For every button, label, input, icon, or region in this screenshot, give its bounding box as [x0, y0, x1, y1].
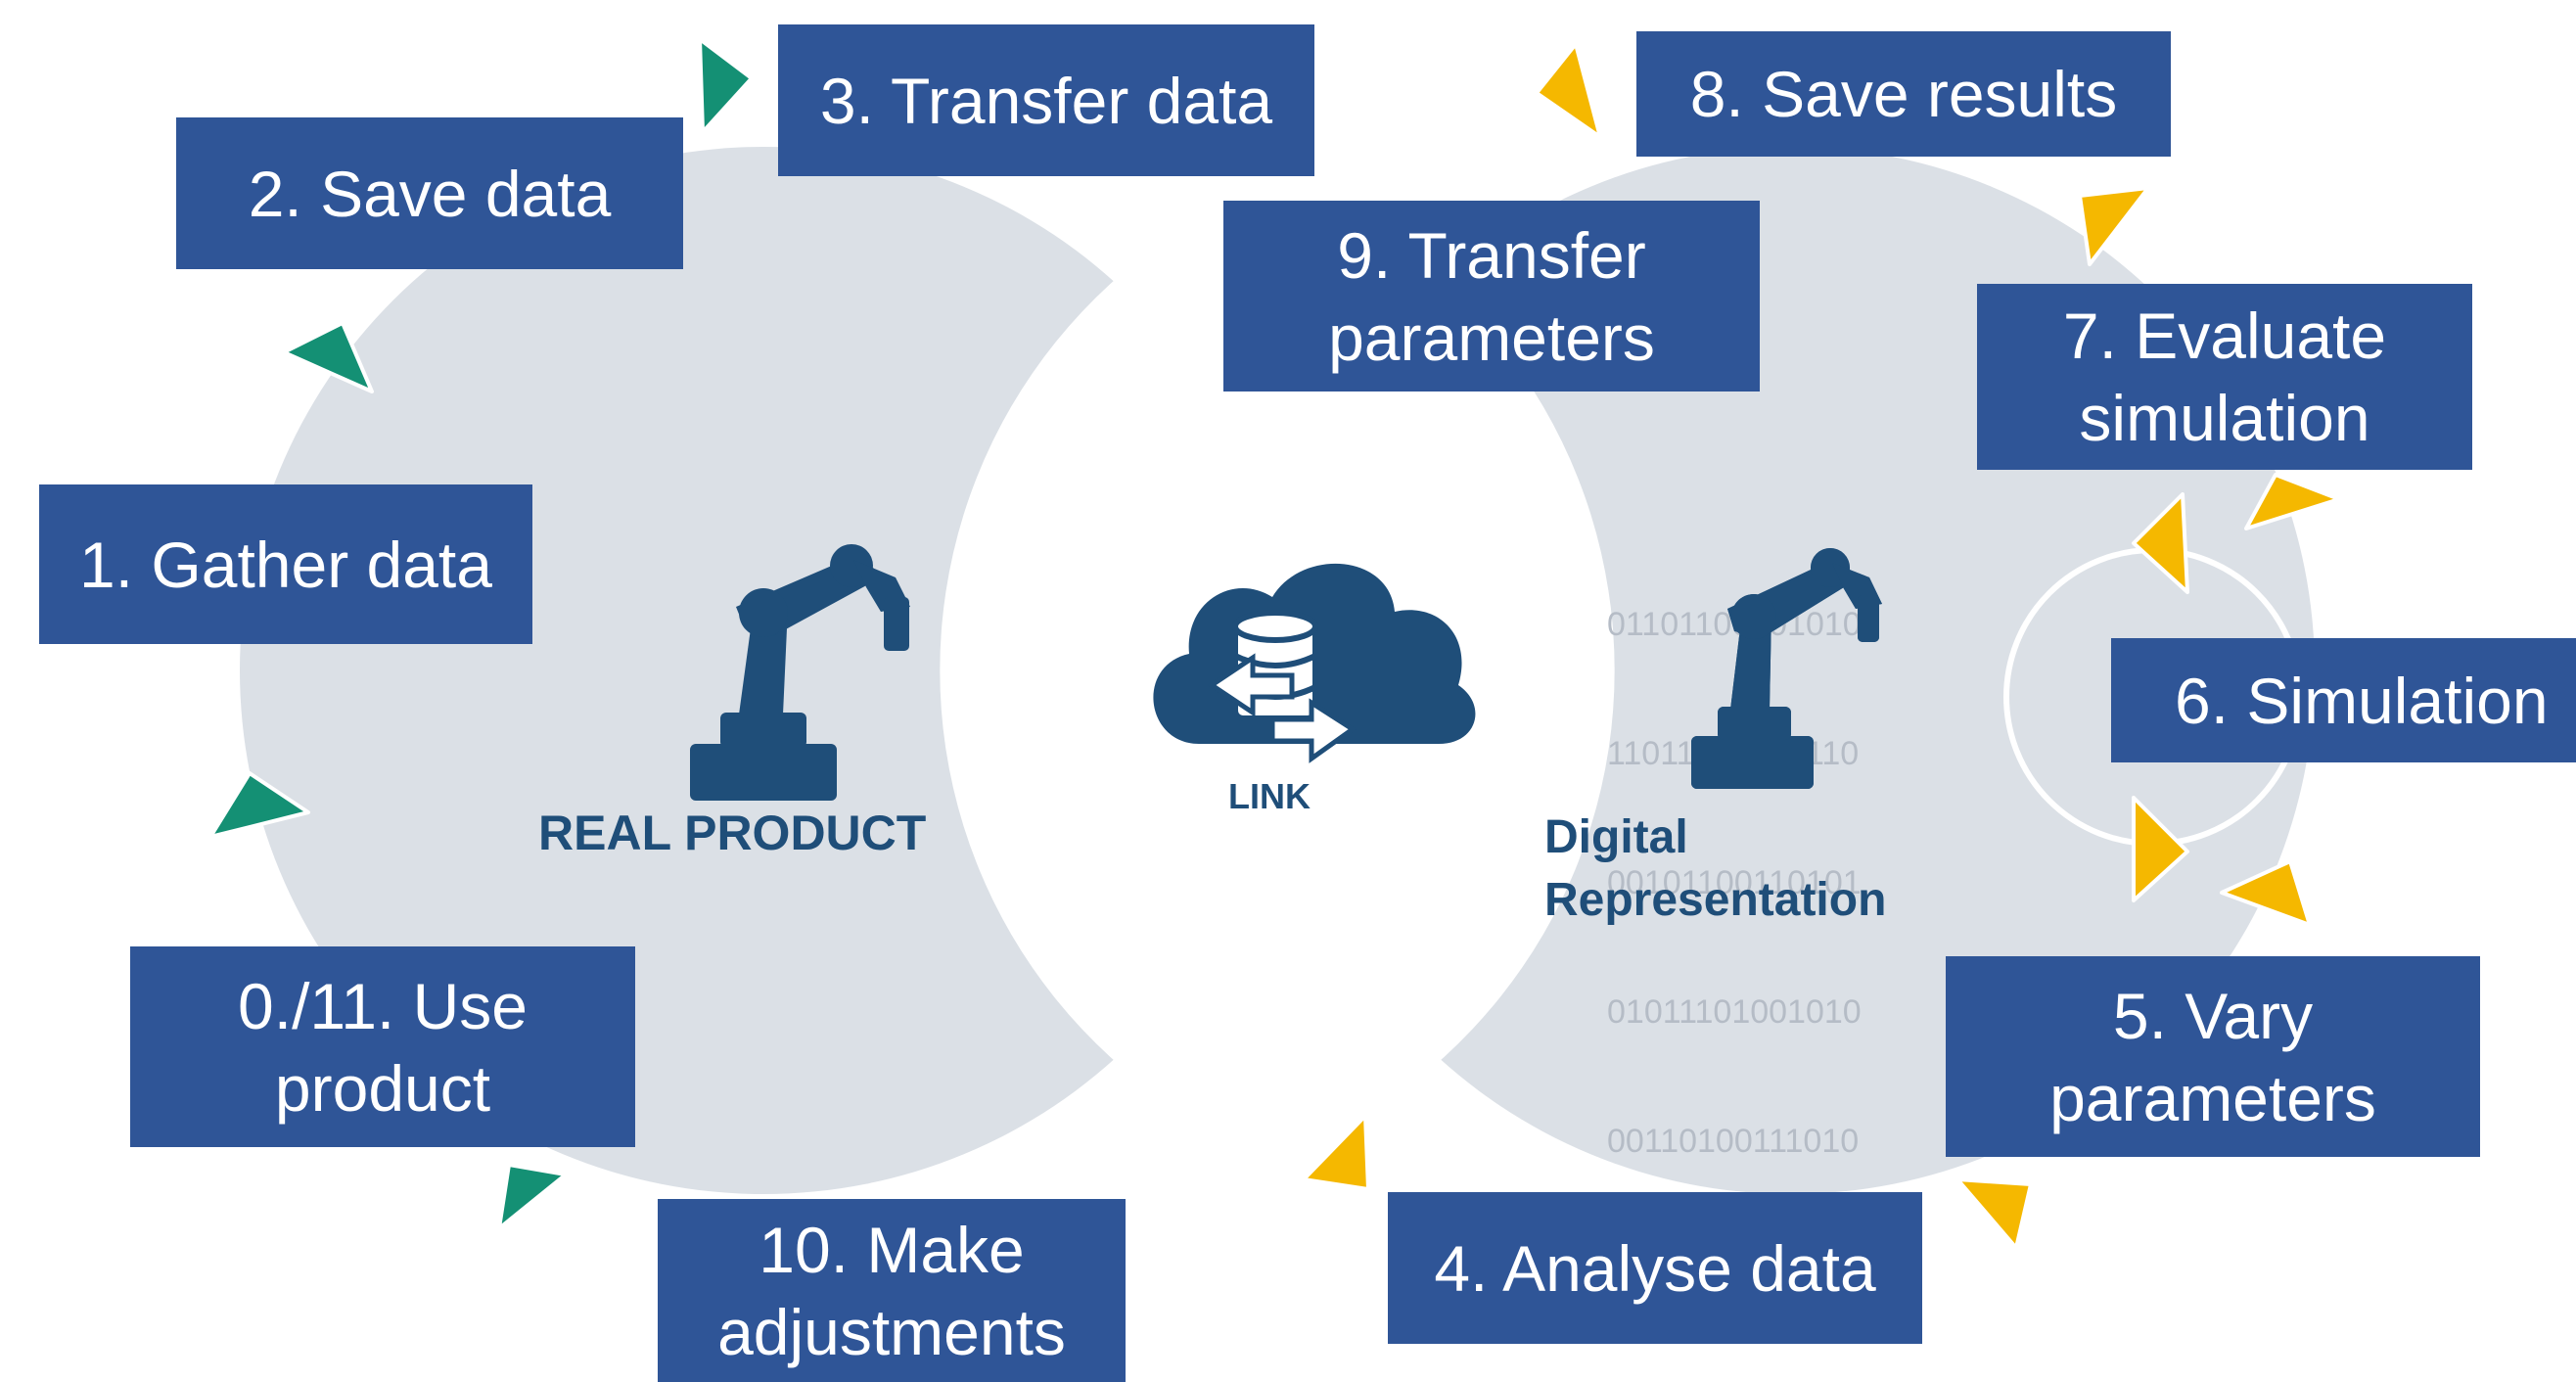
- cycle-arrow-icon: [497, 1163, 568, 1230]
- step-4-analyse-data: 4. Analyse data: [1388, 1192, 1922, 1344]
- digital-label-line: Digital: [1544, 811, 1688, 863]
- step-2-save-data: 2. Save data: [176, 117, 683, 269]
- binary-line: 00110100111010: [1607, 1123, 1860, 1160]
- real-robot-arm-icon: [690, 544, 910, 801]
- cycle-arrow-icon: [282, 321, 374, 393]
- cycle-arrow-icon: [208, 771, 310, 839]
- step-10-make-adjustments: 10. Make adjustments: [658, 1199, 1126, 1382]
- cycle-arrow-icon: [698, 37, 754, 134]
- step-1-gather-data: 1. Gather data: [39, 484, 532, 644]
- cloud-database-icon: [1153, 563, 1476, 763]
- cycle-arrow-icon: [1302, 1114, 1370, 1191]
- cycle-arrow-icon: [2220, 859, 2312, 927]
- binary-line: 00101100110101: [1607, 864, 1862, 901]
- cycle-arrow-icon: [2132, 492, 2189, 594]
- cycle-arrow-icon: [2078, 186, 2150, 266]
- representation-label-line: Representation: [1544, 874, 1887, 926]
- cycle-arrow-icon: [1535, 42, 1602, 139]
- cycle-arrow-icon: [2244, 473, 2341, 530]
- cycle-arrow-icon: [2132, 796, 2189, 902]
- step-3-transfer-data: 3. Transfer data: [778, 24, 1314, 176]
- step-5-vary-parameters: 5. Vary parameters: [1946, 956, 2480, 1157]
- digital-representation-label: Digital Representation: [1544, 806, 1886, 932]
- binary-line: 01011101001010: [1607, 993, 1862, 1031]
- real-product-label: REAL PRODUCT: [538, 806, 927, 860]
- step-0-11-use-product: 0./11. Use product: [130, 946, 635, 1147]
- step-6-simulation: 6. Simulation: [2111, 638, 2576, 762]
- step-9-transfer-parameters: 9. Transfer parameters: [1223, 201, 1760, 392]
- link-label: LINK: [1228, 776, 1311, 816]
- step-7-evaluate-simulation: 7. Evaluate simulation: [1977, 284, 2472, 470]
- step-8-save-results: 8. Save results: [1636, 31, 2171, 157]
- cycle-arrow-icon: [1955, 1177, 2033, 1250]
